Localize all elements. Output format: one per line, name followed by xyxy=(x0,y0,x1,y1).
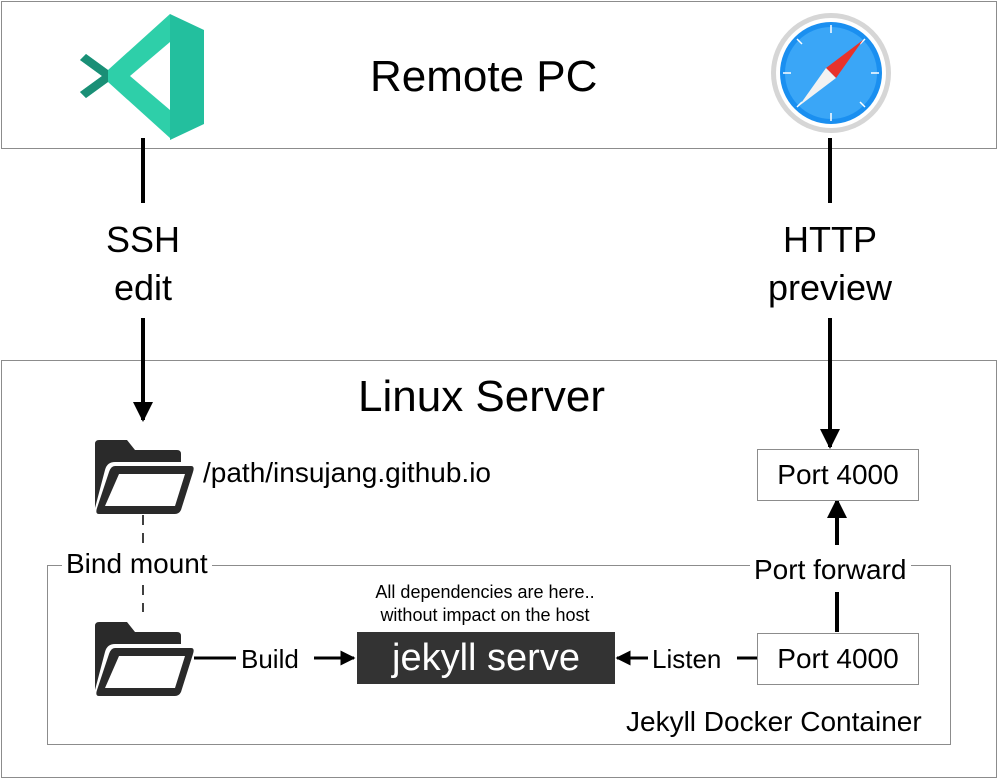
host-folder-path: /path/insujang.github.io xyxy=(203,457,491,488)
ssh-label: SSH xyxy=(105,219,181,260)
dependency-note-line2: without impact on the host xyxy=(380,605,590,625)
build-label: Build xyxy=(241,644,299,674)
safari-compass-icon xyxy=(770,12,892,134)
inner-port-box: Port 4000 xyxy=(757,633,919,685)
bind-mount-label: Bind mount xyxy=(62,550,212,578)
dependency-note-line1: All dependencies are here.. xyxy=(375,582,595,602)
listen-label: Listen xyxy=(652,644,722,674)
container-folder-icon xyxy=(93,620,195,698)
outer-port-box: Port 4000 xyxy=(757,449,919,501)
remote-pc-title: Remote PC xyxy=(370,52,598,101)
docker-container-label: Jekyll Docker Container xyxy=(626,706,922,737)
port-forward-label: Port forward xyxy=(750,556,911,584)
jekyll-serve-command: jekyll serve xyxy=(357,632,615,684)
folder-icon xyxy=(93,438,195,516)
http-label: HTTP xyxy=(783,219,877,260)
edit-label: edit xyxy=(113,267,173,308)
vscode-icon xyxy=(78,12,208,140)
preview-label: preview xyxy=(767,267,893,308)
linux-server-title: Linux Server xyxy=(358,372,606,421)
